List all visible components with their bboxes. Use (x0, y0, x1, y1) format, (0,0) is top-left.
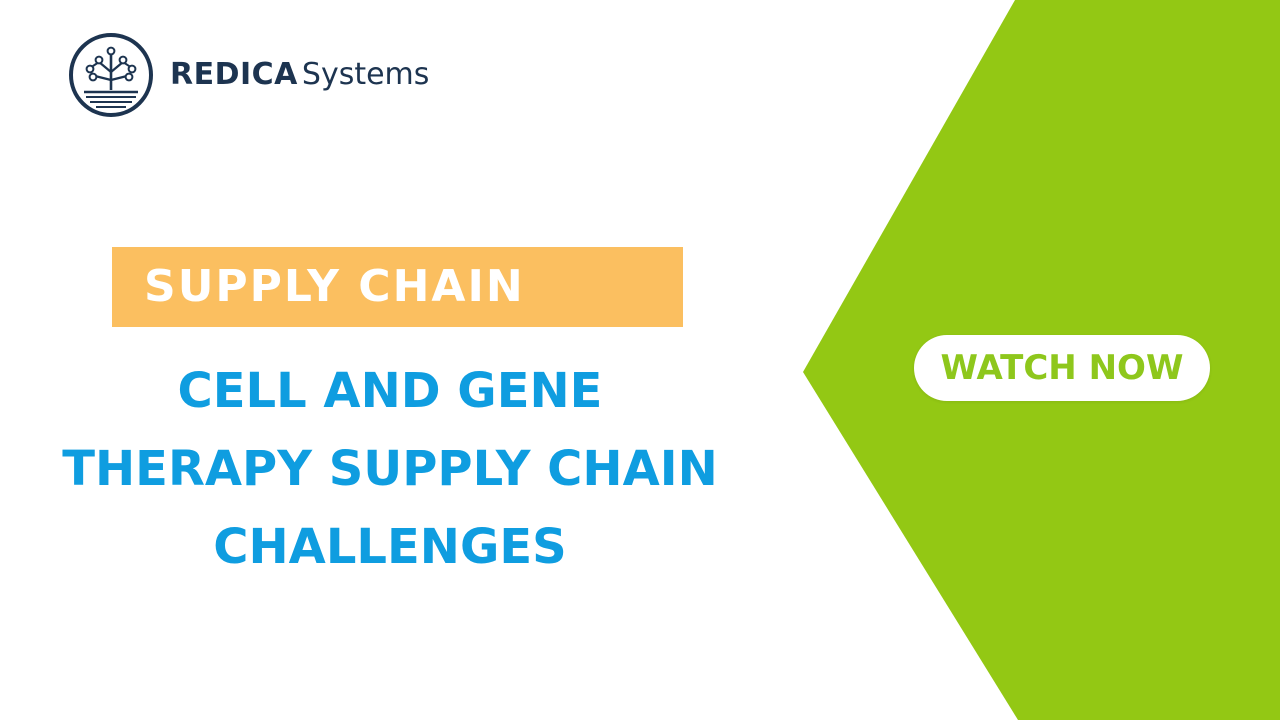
brand-logo[interactable]: REDICA Systems (68, 31, 429, 119)
video-title-line-1: CELL AND GENE (177, 363, 603, 419)
category-tag-label: SUPPLY CHAIN (144, 261, 525, 312)
circuit-tree-logo-icon (69, 33, 153, 117)
video-title-line-2: THERAPY SUPPLY CHAIN (62, 441, 718, 497)
brand-wordmark: REDICA Systems (170, 60, 429, 90)
brand-name-bold: REDICA (170, 57, 298, 92)
video-title: CELL AND GENE THERAPY SUPPLY CHAIN CHALL… (10, 352, 770, 586)
category-tag: SUPPLY CHAIN (112, 247, 683, 327)
brand-name-light: Systems (301, 57, 430, 92)
video-title-line-3: CHALLENGES (213, 519, 567, 575)
watch-now-button-label: WATCH NOW (940, 348, 1184, 388)
watch-now-button[interactable]: WATCH NOW (914, 335, 1210, 401)
